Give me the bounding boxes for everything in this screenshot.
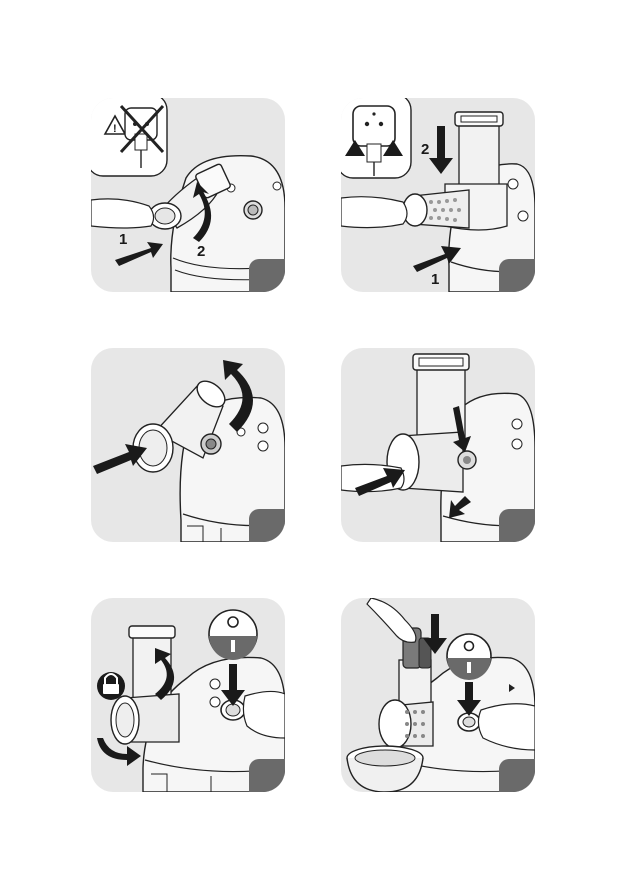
power-switch-icon <box>447 634 491 680</box>
step-2-label-2: 2 <box>421 141 429 158</box>
down-arrow-icon <box>429 126 453 174</box>
step-panel-3 <box>91 348 285 542</box>
step-1-label-2: 2 <box>197 243 205 260</box>
grating-drum <box>403 190 469 228</box>
step-badge <box>499 759 535 792</box>
coupler-icon <box>458 451 476 469</box>
step-panel-6 <box>341 598 535 792</box>
step-panel-2: 1 2 <box>341 98 535 292</box>
svg-text:!: ! <box>113 123 117 135</box>
step-1-label-1: 1 <box>119 231 127 248</box>
step-panel-4 <box>341 348 535 542</box>
step-badge <box>249 509 285 542</box>
step-panel-5 <box>91 598 285 792</box>
lock-icon <box>97 672 125 700</box>
step-badge <box>249 759 285 792</box>
step-badge <box>249 259 285 292</box>
step-badge <box>499 509 535 542</box>
step-panel-1: ! 1 2 <box>91 98 285 292</box>
plug-in-icon <box>341 98 411 178</box>
power-switch-icon <box>209 610 257 660</box>
step-badge <box>499 259 535 292</box>
step-2-label-1: 1 <box>431 271 439 288</box>
